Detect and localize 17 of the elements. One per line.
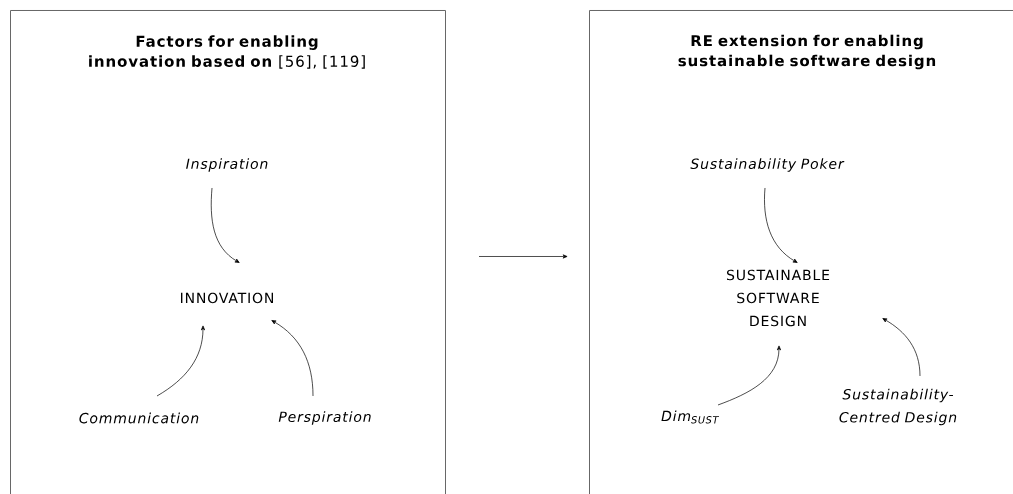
concept-label: Communication [79,412,199,424]
concept-label: Inspiration [186,158,268,172]
concept-label: Sustainability-Centred Design [839,388,957,426]
curved-arrow [764,187,798,263]
concept-label: Sustainability Poker [690,158,845,172]
curved-arrow [156,325,206,397]
central-concept: INNOVATION [181,292,273,304]
curved-arrow [271,320,314,397]
concept-label: Dim$_{SUST}$ [661,410,720,424]
curved-arrow [210,187,240,263]
central-concept: SUSTAINABLE SOFTWARE DESIGN [727,269,830,327]
curved-arrow [717,345,782,406]
concept-label: Perspiration [278,411,371,425]
curved-arrow [882,318,921,377]
panel-heading: RE extension for enabling sustainable software design [678,34,936,70]
panel-heading: Factors for enabling innovation based on [56], [119] [89,35,365,69]
arrow [478,254,568,259]
